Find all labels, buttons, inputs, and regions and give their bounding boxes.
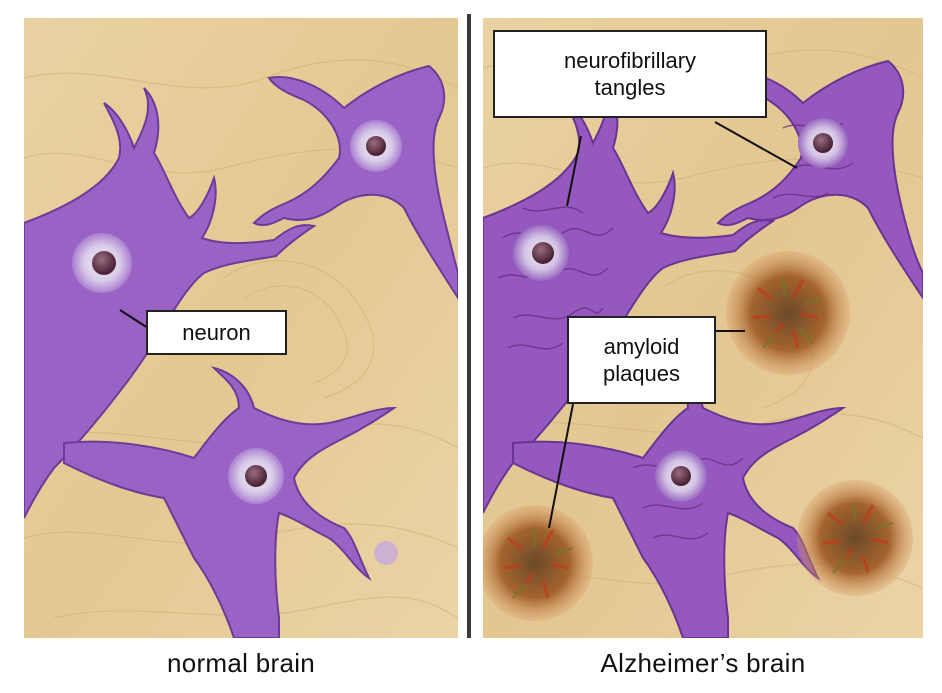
- tangles-label-line-2: tangles: [594, 75, 666, 100]
- neuron-pointer-line: [119, 309, 149, 329]
- neuron-cell-3: [63, 366, 398, 638]
- callout-pointer-lines: [548, 121, 798, 529]
- normal-brain-illustration: [24, 18, 458, 638]
- neuron-cell-2: [252, 64, 458, 300]
- tangles-label-line-1: neurofibrillary: [563, 48, 697, 73]
- plaques-label-line-1: amyloid: [603, 334, 680, 359]
- panel-divider: [467, 14, 471, 638]
- plaques-label-line-2: plaques: [602, 361, 681, 386]
- neuron-cell-tangled-2: [716, 59, 923, 300]
- amyloid-plaque-1: [726, 251, 850, 375]
- amyloid-plaque-2: [483, 505, 593, 621]
- neuron-cell-1: [24, 87, 317, 519]
- normal-brain-panel: [24, 18, 458, 638]
- amyloid-plaques-label: amyloid plaques: [567, 316, 716, 404]
- neurofibrillary-tangles-label: neurofibrillary tangles: [493, 30, 767, 118]
- alzheimers-brain-caption: Alzheimer’s brain: [600, 648, 806, 678]
- neuron-label: neuron: [146, 310, 287, 355]
- amyloid-plaque-3: [797, 480, 913, 596]
- normal-brain-caption: normal brain: [166, 648, 316, 678]
- neuron-label-text: neuron: [182, 320, 251, 345]
